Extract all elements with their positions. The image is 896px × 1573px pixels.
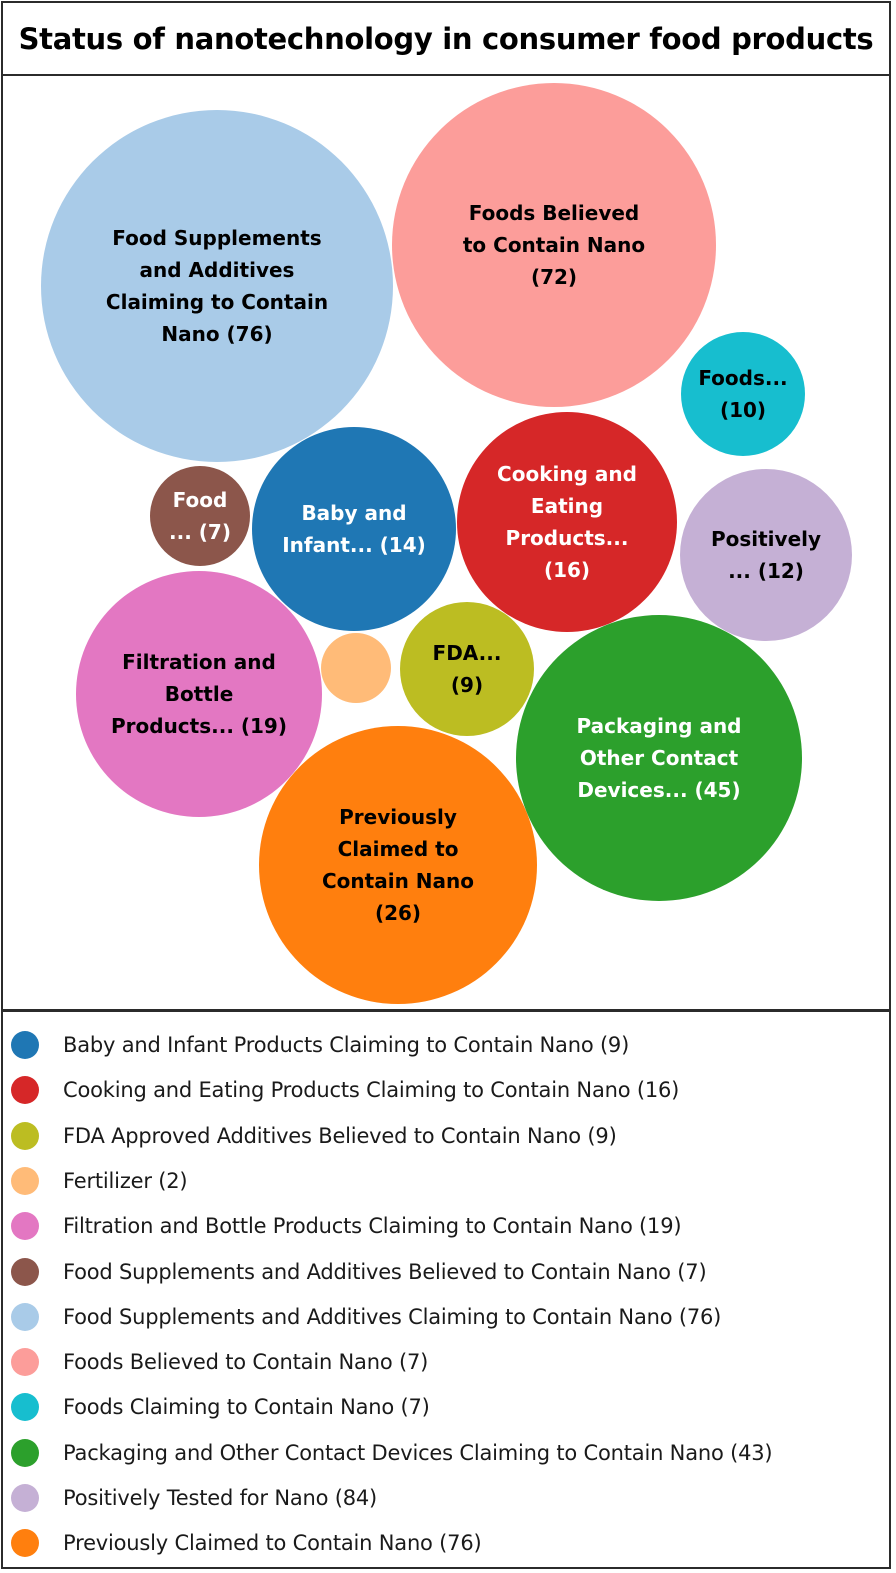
legend-item: Food Supplements and Additives Claiming … — [11, 1297, 721, 1337]
bubble-circle-cooking-eating — [457, 412, 677, 632]
bubble-circle-food-supplements-claiming — [41, 110, 393, 462]
bubble-circle-positively-tested — [680, 469, 852, 641]
bubble-label-food-supplements-believed-line-1: ... (7) — [169, 520, 231, 544]
bubble-label-filtration-bottle-line-0: Filtration and — [122, 650, 276, 674]
legend-item: Packaging and Other Contact Devices Clai… — [11, 1433, 773, 1473]
legend-swatch — [11, 1529, 39, 1558]
legend-item: Baby and Infant Products Claiming to Con… — [11, 1025, 629, 1065]
legend-label: Baby and Infant Products Claiming to Con… — [63, 1033, 630, 1057]
bubble-food-supplements-believed: Food ... (7) — [150, 466, 250, 566]
legend-swatch — [11, 1484, 39, 1512]
bubble-foods-believed: Foods Believed to Contain Nano (72) — [392, 83, 716, 407]
bubble-fertilizer — [321, 633, 391, 703]
legend-label: FDA Approved Additives Believed to Conta… — [63, 1123, 617, 1148]
legend-item: Food Supplements and Additives Believed … — [11, 1252, 707, 1292]
legend-item: FDA Approved Additives Believed to Conta… — [11, 1116, 617, 1156]
bubble-circle-foods-believed — [392, 83, 716, 407]
bubble-label-previously-claimed-line-0: Previously — [339, 805, 457, 829]
bubble-label-food-supplements-claiming-line-0: Food Supplements — [112, 226, 321, 250]
bubble-label-food-supplements-claiming-line-3: Nano (76) — [161, 322, 272, 346]
bubble-label-foods-claiming-line-0: Foods... — [698, 366, 787, 390]
bubble-label-previously-claimed-line-3: (26) — [375, 901, 421, 925]
legend-label: Foods Claiming to Contain Nano (7) — [63, 1395, 430, 1420]
legend-swatch — [11, 1031, 39, 1059]
bubble-circle-filtration-bottle — [76, 571, 322, 817]
legend-item: Foods Believed to Contain Nano (7) — [11, 1342, 428, 1382]
bubble-label-cooking-eating-line-2: Products... — [506, 526, 629, 550]
bubble-label-food-supplements-claiming-line-1: and Additives — [140, 258, 295, 282]
legend-label: Positively Tested for Nano (84) — [63, 1486, 378, 1510]
legend-item: Positively Tested for Nano (84) — [11, 1478, 377, 1518]
bubble-circle-fertilizer — [321, 633, 391, 703]
bubble-label-foods-claiming-line-1: (10) — [720, 398, 766, 422]
legend-swatch — [11, 1393, 39, 1422]
legend-swatch — [11, 1212, 39, 1241]
bubble-label-foods-believed-line-2: (72) — [531, 265, 577, 289]
bubble-label-packaging-line-1: Other Contact — [580, 746, 739, 770]
legend-label: Packaging and Other Contact Devices Clai… — [63, 1440, 773, 1465]
legend-item: Previously Claimed to Contain Nano (76) — [11, 1523, 482, 1563]
bubble-label-baby-infant-line-1: Infant... (14) — [282, 533, 426, 557]
bubble-circle-food-supplements-believed — [150, 466, 250, 566]
legend-item: Fertilizer (2) — [11, 1161, 188, 1201]
legend-label: Food Supplements and Additives Believed … — [63, 1259, 707, 1284]
bubble-label-foods-believed-line-0: Foods Believed — [469, 201, 640, 225]
bubble-label-cooking-eating-line-3: (16) — [544, 558, 590, 582]
bubble-label-packaging-line-0: Packaging and — [576, 714, 741, 738]
legend-swatch — [11, 1302, 39, 1331]
bubble-label-packaging-line-2: Devices... (45) — [577, 778, 740, 802]
legend-swatch — [11, 1076, 39, 1105]
bubble-fda-approved: FDA... (9) — [400, 602, 534, 736]
bubble-circle-foods-claiming — [681, 332, 805, 456]
legend-label: Previously Claimed to Contain Nano (76) — [63, 1531, 482, 1556]
legend-label: Cooking and Eating Products Claiming to … — [63, 1078, 680, 1103]
bubble-circle-packaging — [516, 615, 802, 901]
bubble-label-cooking-eating-line-0: Cooking and — [497, 462, 637, 486]
bubble-label-cooking-eating-line-1: Eating — [531, 494, 603, 518]
legend-label: Food Supplements and Additives Claiming … — [63, 1304, 722, 1329]
bubble-label-baby-infant-line-0: Baby and — [301, 501, 406, 525]
legend-swatch — [11, 1348, 39, 1377]
bubble-foods-claiming: Foods... (10) — [681, 332, 805, 456]
bubble-label-previously-claimed-line-2: Contain Nano — [322, 869, 474, 893]
bubble-positively-tested: Positively ... (12) — [680, 469, 852, 641]
bubble-label-filtration-bottle-line-2: Products... (19) — [111, 714, 287, 738]
bubble-circle-fda-approved — [400, 602, 534, 736]
title-box: Status of nanotechnology in consumer foo… — [3, 3, 889, 76]
bubble-label-fda-approved-line-0: FDA... — [433, 641, 502, 665]
legend-swatch — [11, 1438, 39, 1467]
bubble-label-positively-tested-line-1: ... (12) — [728, 559, 804, 583]
legend-swatch — [11, 1166, 39, 1195]
legend-item: Filtration and Bottle Products Claiming … — [11, 1206, 682, 1246]
legend-swatch — [11, 1121, 39, 1150]
legend-label: Foods Believed to Contain Nano (7) — [63, 1350, 429, 1375]
bubble-label-filtration-bottle-line-1: Bottle — [165, 682, 234, 706]
bubble-label-food-supplements-believed-line-0: Food — [173, 488, 228, 512]
chart-title: Status of nanotechnology in consumer foo… — [18, 21, 874, 56]
bubble-label-food-supplements-claiming-line-2: Claiming to Contain — [106, 290, 328, 314]
bubble-label-foods-believed-line-1: to Contain Nano — [463, 233, 645, 257]
legend-label: Filtration and Bottle Products Claiming … — [63, 1214, 682, 1239]
legend-item: Foods Claiming to Contain Nano (7) — [11, 1387, 430, 1427]
bubble-label-previously-claimed-line-1: Claimed to — [338, 837, 459, 861]
bubble-circle-previously-claimed — [259, 726, 537, 1004]
legend-label: Fertilizer (2) — [63, 1168, 188, 1193]
legend-swatch — [11, 1257, 39, 1286]
legend-item: Cooking and Eating Products Claiming to … — [11, 1070, 679, 1110]
bubble-circle-baby-infant — [252, 427, 456, 631]
bubble-label-positively-tested-line-0: Positively — [711, 527, 821, 551]
bubble-label-fda-approved-line-1: (9) — [451, 673, 483, 697]
